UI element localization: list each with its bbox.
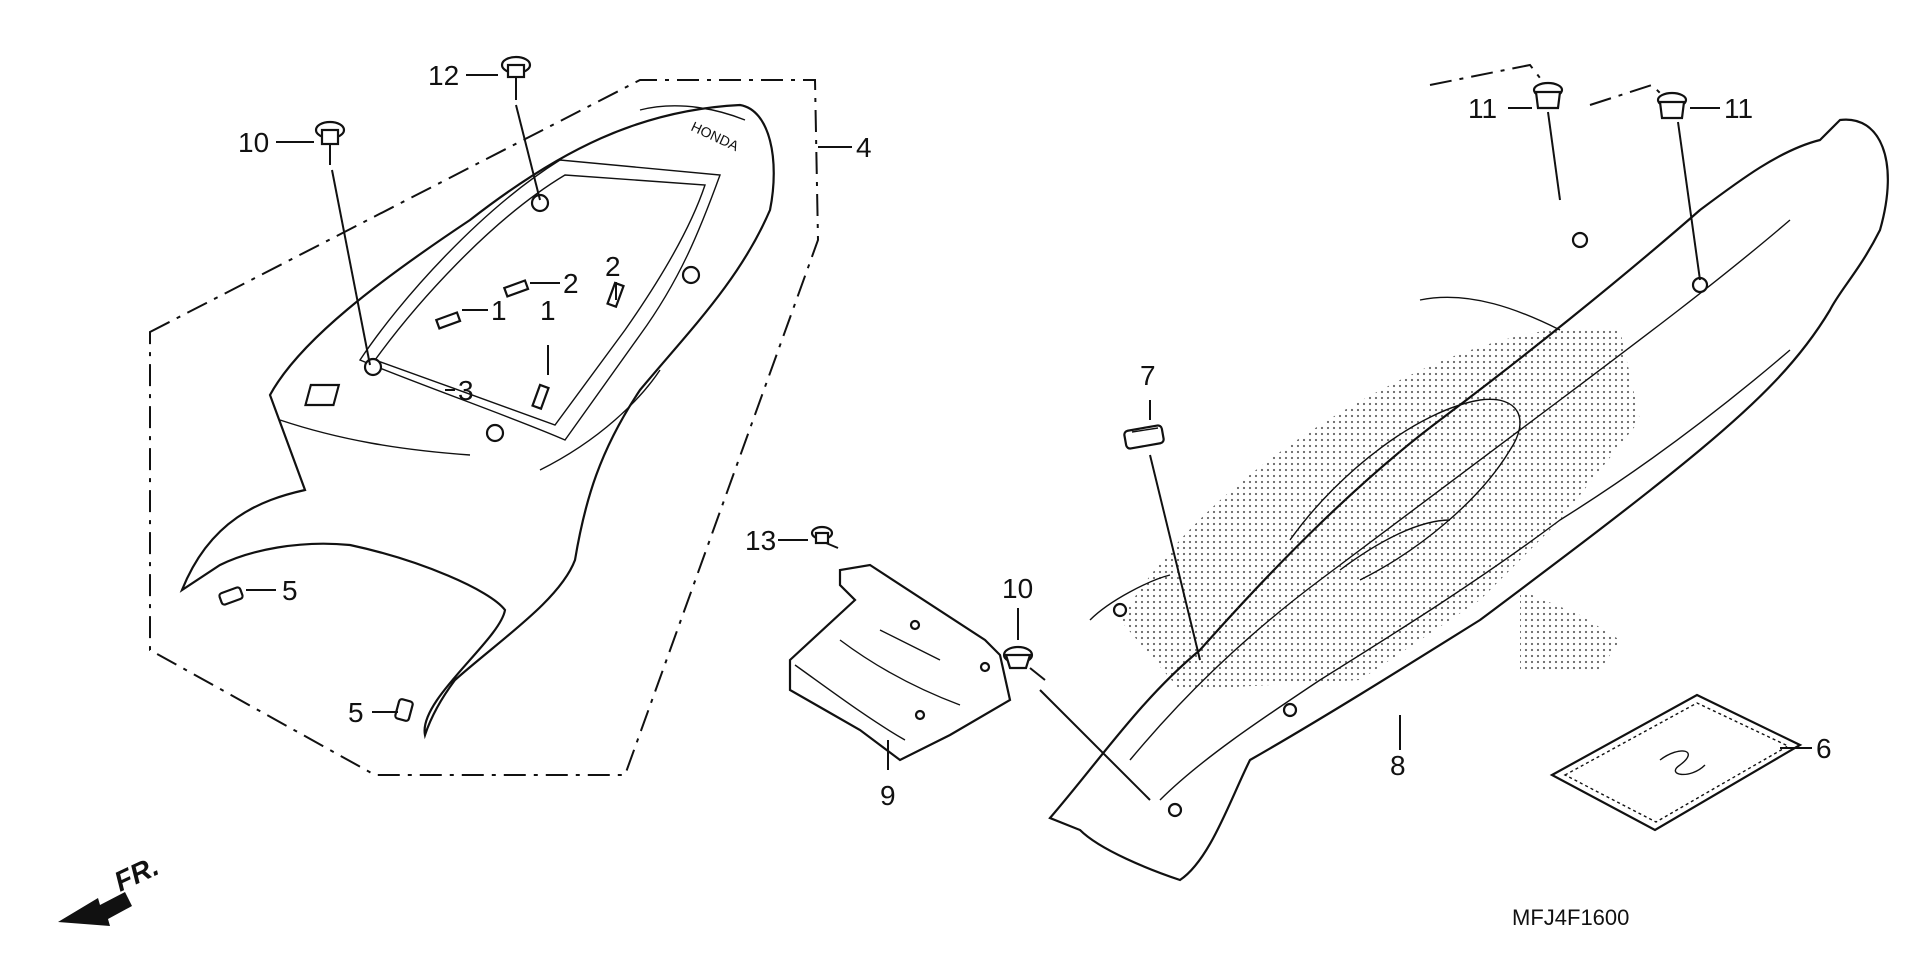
callout-10-right: 10 bbox=[1002, 573, 1033, 604]
callout-5-upper: 5 bbox=[282, 575, 298, 606]
callout-4: 4 bbox=[856, 132, 872, 163]
callout-6: 6 bbox=[1816, 733, 1832, 764]
callout-9: 9 bbox=[880, 780, 896, 811]
rear-seat-cowl: HONDA bbox=[179, 103, 775, 740]
callout-10-left: 10 bbox=[238, 127, 269, 158]
front-direction-label: FR. bbox=[109, 850, 163, 897]
owner-manual-6-icon bbox=[1549, 693, 1803, 832]
callout-1b: 1 bbox=[540, 295, 556, 326]
callout-7: 7 bbox=[1140, 360, 1156, 391]
callout-11-right: 11 bbox=[1724, 93, 1753, 124]
rubber-5-upper-icon bbox=[218, 586, 244, 606]
inner-fender-9 bbox=[788, 563, 1012, 762]
screw-13-icon bbox=[810, 525, 839, 549]
cushion-1-icon bbox=[434, 311, 550, 411]
bolt-10-left-icon bbox=[314, 120, 371, 366]
rubber-5-lower-icon bbox=[394, 698, 414, 722]
diagram-code: MFJ4F1600 bbox=[1512, 905, 1629, 930]
callout-8: 8 bbox=[1390, 750, 1406, 781]
bolt-10-right-icon bbox=[1002, 645, 1151, 801]
label-3-icon bbox=[304, 383, 341, 407]
callout-3: 3 bbox=[458, 375, 474, 406]
clip-11-right-icon bbox=[1656, 91, 1688, 120]
bolt-12-icon bbox=[500, 55, 541, 201]
callout-2b: 2 bbox=[605, 251, 621, 282]
front-direction-arrow-icon bbox=[58, 892, 132, 926]
callout-11-left: 11 bbox=[1468, 93, 1497, 124]
callout-12: 12 bbox=[428, 60, 459, 91]
callout-5-lower: 5 bbox=[348, 697, 364, 728]
rear-fender bbox=[1048, 118, 1889, 882]
callout-2a: 2 bbox=[563, 268, 579, 299]
clip-11-left-icon bbox=[1532, 81, 1564, 110]
callout-13: 13 bbox=[745, 525, 776, 556]
rubber-7-icon bbox=[1123, 424, 1165, 450]
callout-1a: 1 bbox=[491, 295, 507, 326]
